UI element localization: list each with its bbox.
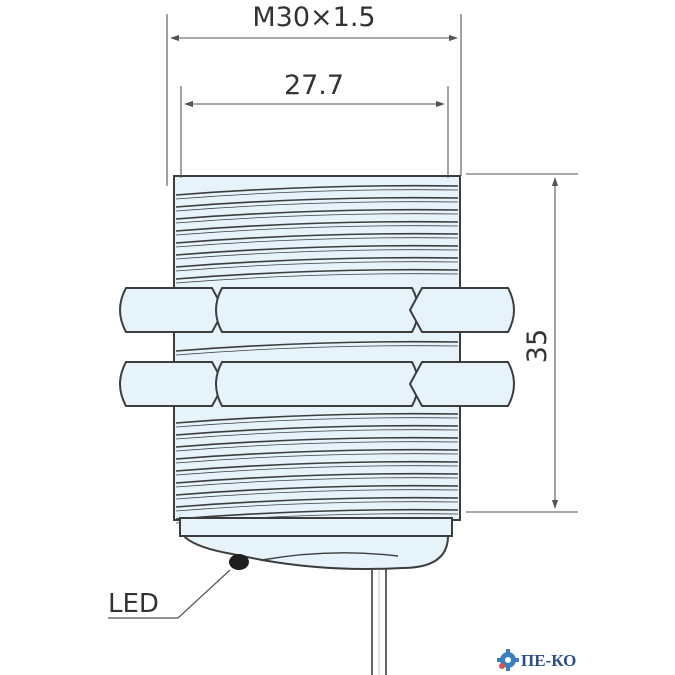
thread-line <box>175 201 459 212</box>
thread-lines <box>175 184 459 524</box>
threaded-barrel <box>173 175 461 524</box>
thread-line <box>175 424 459 436</box>
dimension-thread-inner-label: 27.7 <box>284 70 344 101</box>
dimension-thread-inner <box>180 86 449 178</box>
thread-line <box>175 489 459 500</box>
led-leader-line <box>108 569 231 619</box>
thread-line <box>175 273 459 284</box>
dimension-thread-outer-label: M30×1.5 <box>252 2 375 33</box>
thread-line <box>175 472 459 484</box>
thread-line <box>175 484 459 496</box>
thread-line <box>175 460 459 472</box>
thread-line <box>175 345 459 356</box>
thread-line <box>175 501 459 512</box>
brand-logo-text: ПЕ-КО <box>521 651 576 670</box>
thread-line <box>175 249 459 260</box>
thread-line <box>175 496 459 508</box>
thread-line <box>175 429 459 440</box>
thread-line <box>175 436 459 448</box>
thread-line <box>175 508 459 520</box>
dimension-thread-outer <box>166 14 462 186</box>
thread-line <box>175 237 459 248</box>
thread-line <box>175 189 459 200</box>
thread-line <box>175 453 459 464</box>
thread-line <box>175 261 459 272</box>
thread-line <box>175 184 459 196</box>
thread-line <box>175 340 459 352</box>
thread-line <box>175 220 459 232</box>
thread-line <box>175 244 459 256</box>
thread-line <box>175 268 459 280</box>
thread-line <box>175 208 459 220</box>
cable <box>371 568 387 675</box>
thread-line <box>175 256 459 268</box>
dimension-thread-length <box>466 173 578 513</box>
upper-hex-nut <box>119 287 515 333</box>
thread-line <box>175 465 459 476</box>
led-label: LED <box>108 589 159 619</box>
thread-line <box>175 441 459 452</box>
thread-line <box>175 225 459 236</box>
thread-line <box>175 448 459 460</box>
thread-line <box>175 232 459 244</box>
thread-line <box>175 196 459 208</box>
gear-icon <box>497 649 519 671</box>
thread-line <box>175 477 459 488</box>
dimension-thread-length-label: 35 <box>522 329 553 363</box>
led-indicator <box>229 554 249 570</box>
brand-logo: ПЕ-КО <box>497 649 576 671</box>
thread-line <box>175 417 459 428</box>
sensor-base <box>179 517 453 570</box>
thread-line <box>175 412 459 424</box>
thread-line <box>175 213 459 224</box>
lower-hex-nut <box>119 361 515 407</box>
